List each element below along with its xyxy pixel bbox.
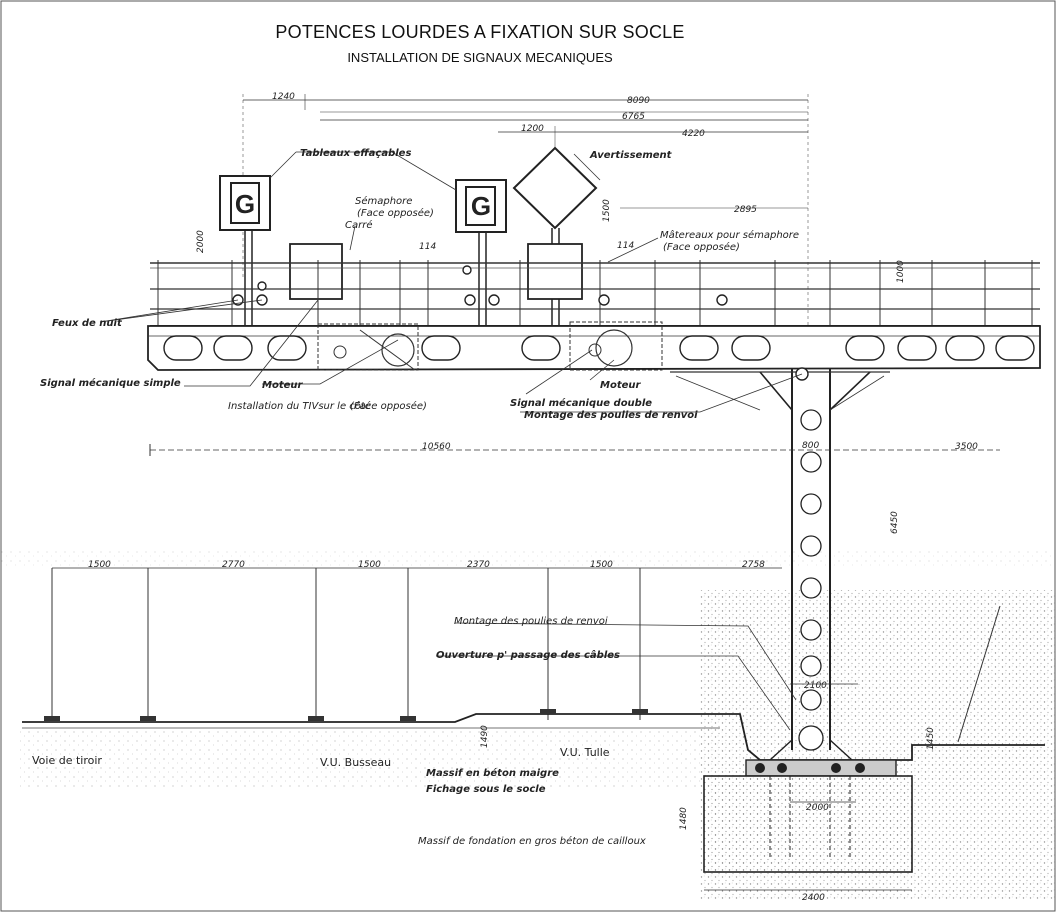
label-massif-maigre: Massif en béton maigre [426,767,559,779]
drawing-subtitle: INSTALLATION DE SIGNAUX MECANIQUES [347,50,613,65]
dim-1200: 1200 [521,124,544,134]
drawing-title: POTENCES LOURDES A FIXATION SUR SOCLE [275,22,685,42]
label-moteur-right: Moteur [600,380,642,391]
panel-g-left [219,175,271,330]
dim-1000: 1000 [896,260,906,283]
dim-2400: 2400 [802,893,825,903]
soil-speckle-band [0,548,1056,568]
span-dimension-line [149,444,1000,456]
label-vu-tulle: V.U. Tulle [560,746,610,759]
dim-4220: 4220 [682,129,705,139]
label-tableaux: Tableaux effaçables [300,148,411,159]
dim-1240: 1240 [272,92,295,102]
panel-letter-left: G [235,189,255,219]
label-ouverture: Ouverture p' passage des câbles [436,649,620,661]
panel-g-right [455,179,507,330]
label-signal-simple: Signal mécanique simple [40,377,181,389]
label-fichage: Fichage sous le socle [426,784,546,795]
railing-posts [157,260,1033,330]
dim-1490: 1490 [480,725,490,748]
night-lamps [232,265,728,306]
semaphore-box-left [289,243,343,300]
track-dimension-line [51,567,782,720]
label-voie-tiroir: Voie de tiroir [32,754,102,767]
label-montage-bottom: Montage des poulies de renvoi [454,616,608,627]
motor-mechanism-right [569,321,663,371]
dim-1500-vertical: 1500 [602,199,612,222]
dim-114-right: 114 [617,241,634,251]
label-avertissement: Avertissement [589,150,673,161]
span-2770: 2770 [222,560,245,570]
motor-mechanism-left [317,323,419,371]
label-montage-top: Montage des poulies de renvoi [524,410,698,421]
label-massif-fondation: Massif de fondation en gros béton de cai… [418,835,646,847]
label-vu-busseau: V.U. Busseau [320,756,391,769]
ground-profile [22,713,1045,761]
semaphore-box-right [527,243,583,300]
embankment-line [957,605,1001,743]
dim-1480: 1480 [679,807,689,830]
label-moteur-left: Moteur [262,380,304,391]
label-installation-face: (Face opposée) [350,400,427,412]
dim-6765: 6765 [622,112,645,122]
top-dimensions [242,94,809,340]
beam-lightening-holes [163,335,1035,361]
span-1500-c: 1500 [590,560,613,570]
ground-speckle-left [20,728,740,788]
leader-lines [99,151,803,731]
avertissement-diamond [512,146,598,330]
span-1500-a: 1500 [88,560,111,570]
label-installation-tiv: Installation du TIVsur le côté [228,400,371,412]
dim-2000-base: 2000 [806,803,829,813]
dim-1450: 1450 [926,727,936,750]
gantry-column [670,368,890,750]
panel-letter-right: G [471,191,491,221]
span-2370: 2370 [467,560,490,570]
dim-10560: 10560 [422,442,451,452]
dim-2895: 2895 [734,205,757,215]
span-1500-b: 1500 [358,560,381,570]
label-semaphore: Sémaphore [355,195,412,207]
dim-114-left: 114 [419,242,436,252]
column-holes [798,409,824,751]
dim-6450: 6450 [890,511,900,534]
dim-3500: 3500 [955,442,978,452]
gantry-railing [150,262,1040,327]
label-materaux-face: (Face opposée) [663,241,740,253]
track-rails [44,709,648,721]
dim-800: 800 [802,441,819,451]
foundation [703,683,913,891]
dim-8090: 8090 [627,96,650,106]
dim-2000: 2000 [196,230,206,253]
span-2758: 2758 [742,560,765,570]
dim-2100: 2100 [804,681,827,691]
label-carre: Carré [345,219,373,231]
label-materaux: Mâtereaux pour sémaphore [660,229,799,241]
label-signal-double: Signal mécanique double [510,397,652,409]
label-semaphore-face: (Face opposée) [357,207,434,219]
label-feux-de-nuit: Feux de nuit [52,318,123,329]
